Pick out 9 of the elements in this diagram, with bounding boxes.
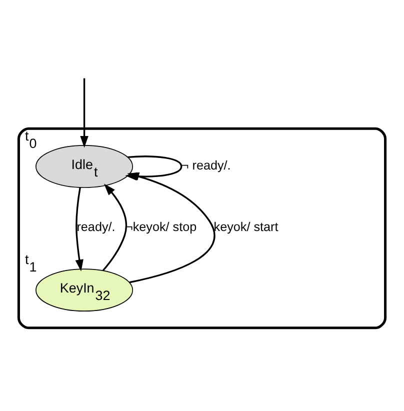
edge-label: keyok/ start <box>214 220 278 234</box>
edge-label: ¬keyok/ stop <box>125 220 197 234</box>
arrow <box>102 183 127 271</box>
cluster <box>17 126 387 329</box>
edge-label: ¬ ready/. <box>181 158 231 172</box>
edge-label: ready/. <box>76 220 116 234</box>
arrow <box>75 186 84 271</box>
arrow <box>80 78 88 148</box>
arrow <box>127 172 216 283</box>
